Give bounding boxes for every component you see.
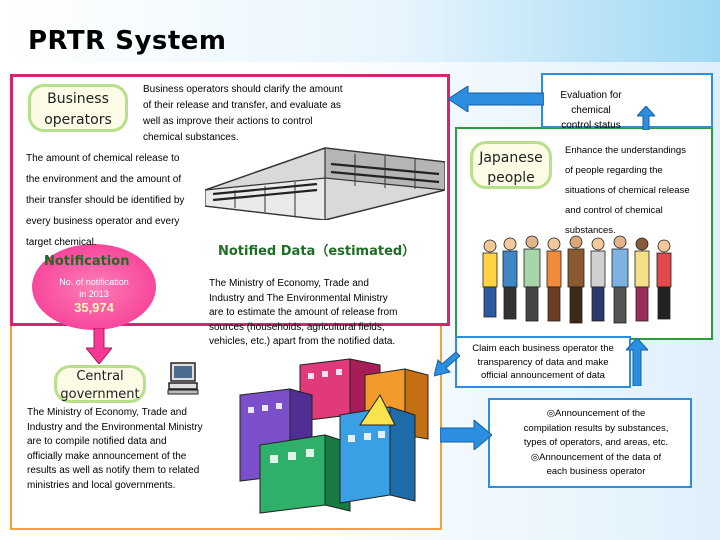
central-government-label: Central government (54, 365, 146, 403)
claim-panel (455, 336, 631, 388)
japanese-people-description: Enhance the understandings of people reg… (565, 145, 690, 236)
arrow-evaluation-to-people (637, 106, 655, 130)
announcement-panel (488, 398, 692, 488)
arrow-people-to-claim (626, 338, 648, 386)
computer-icon (167, 362, 199, 395)
arrow-to-announcement (440, 420, 492, 450)
evaluation-text: Evaluation for chemical control status (560, 90, 622, 131)
page-title: PRTR System (28, 26, 227, 56)
business-operators-description: Business operators should clarify the am… (143, 84, 343, 143)
factory-building-image (205, 147, 445, 220)
japanese-people-label: Japanese people (470, 141, 552, 189)
notification-subtitle: No. of notification in 2013 (59, 277, 129, 299)
announcement-text: ◎Announcement of the compilation results… (523, 408, 669, 477)
arrow-to-business-operators (448, 86, 544, 112)
identify-requirement-text: The amount of chemical release to the en… (26, 153, 185, 248)
arrow-claim-to-government (434, 352, 460, 377)
city-buildings-image (239, 358, 429, 514)
notification-title: Notification (44, 254, 130, 269)
title-bar (0, 0, 720, 62)
notification-count: 35,974 (74, 300, 114, 315)
claim-text: Claim each business operator the transpa… (472, 343, 614, 381)
notified-data-description: The Ministry of Economy, Trade and Indus… (209, 278, 398, 347)
notified-data-title: Notified Data（estimated） (218, 244, 416, 259)
notification-bubble (32, 244, 156, 330)
evaluation-panel (541, 73, 713, 128)
arrow-notification-to-government (86, 328, 112, 364)
people-group-image (482, 235, 672, 324)
business-operators-label: Business operators (28, 84, 128, 132)
central-government-description: The Ministry of Economy, Trade and Indus… (27, 407, 203, 491)
